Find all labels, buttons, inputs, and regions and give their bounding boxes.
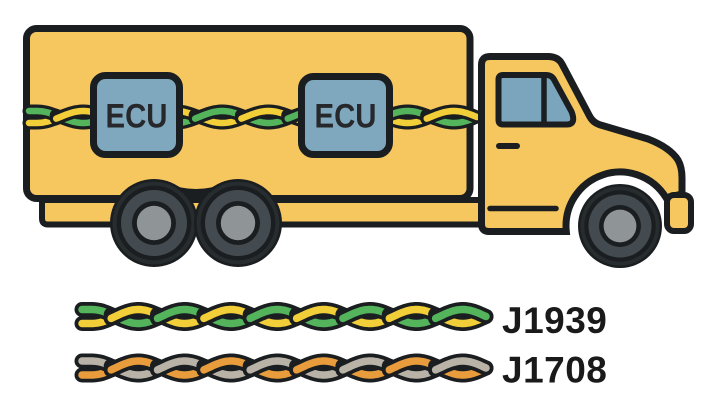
wheel-ring xyxy=(136,205,172,241)
wheel-ring xyxy=(603,209,637,243)
j1939-wire-sample xyxy=(74,302,494,331)
ecu-label-2: ECU xyxy=(315,98,377,136)
ecu-module-2: ECU xyxy=(298,73,393,158)
cab-window xyxy=(495,72,577,128)
ecu-module-1: ECU xyxy=(90,72,183,158)
ecu-box-2 xyxy=(298,73,393,158)
front-bumper xyxy=(664,192,694,234)
front-wheel xyxy=(578,184,662,268)
rear-wheels xyxy=(110,179,282,267)
truck: ECU ECU xyxy=(22,25,694,268)
wheel-ring xyxy=(220,205,256,241)
j1708-label: J1708 xyxy=(502,350,607,391)
ecu-label-1: ECU xyxy=(106,98,168,136)
ecu-box-1 xyxy=(90,72,183,158)
j1939-label: J1939 xyxy=(502,300,607,341)
cab xyxy=(478,53,694,235)
j1708-wire-sample xyxy=(74,353,494,383)
legend: J1939 J1708 xyxy=(74,300,607,391)
